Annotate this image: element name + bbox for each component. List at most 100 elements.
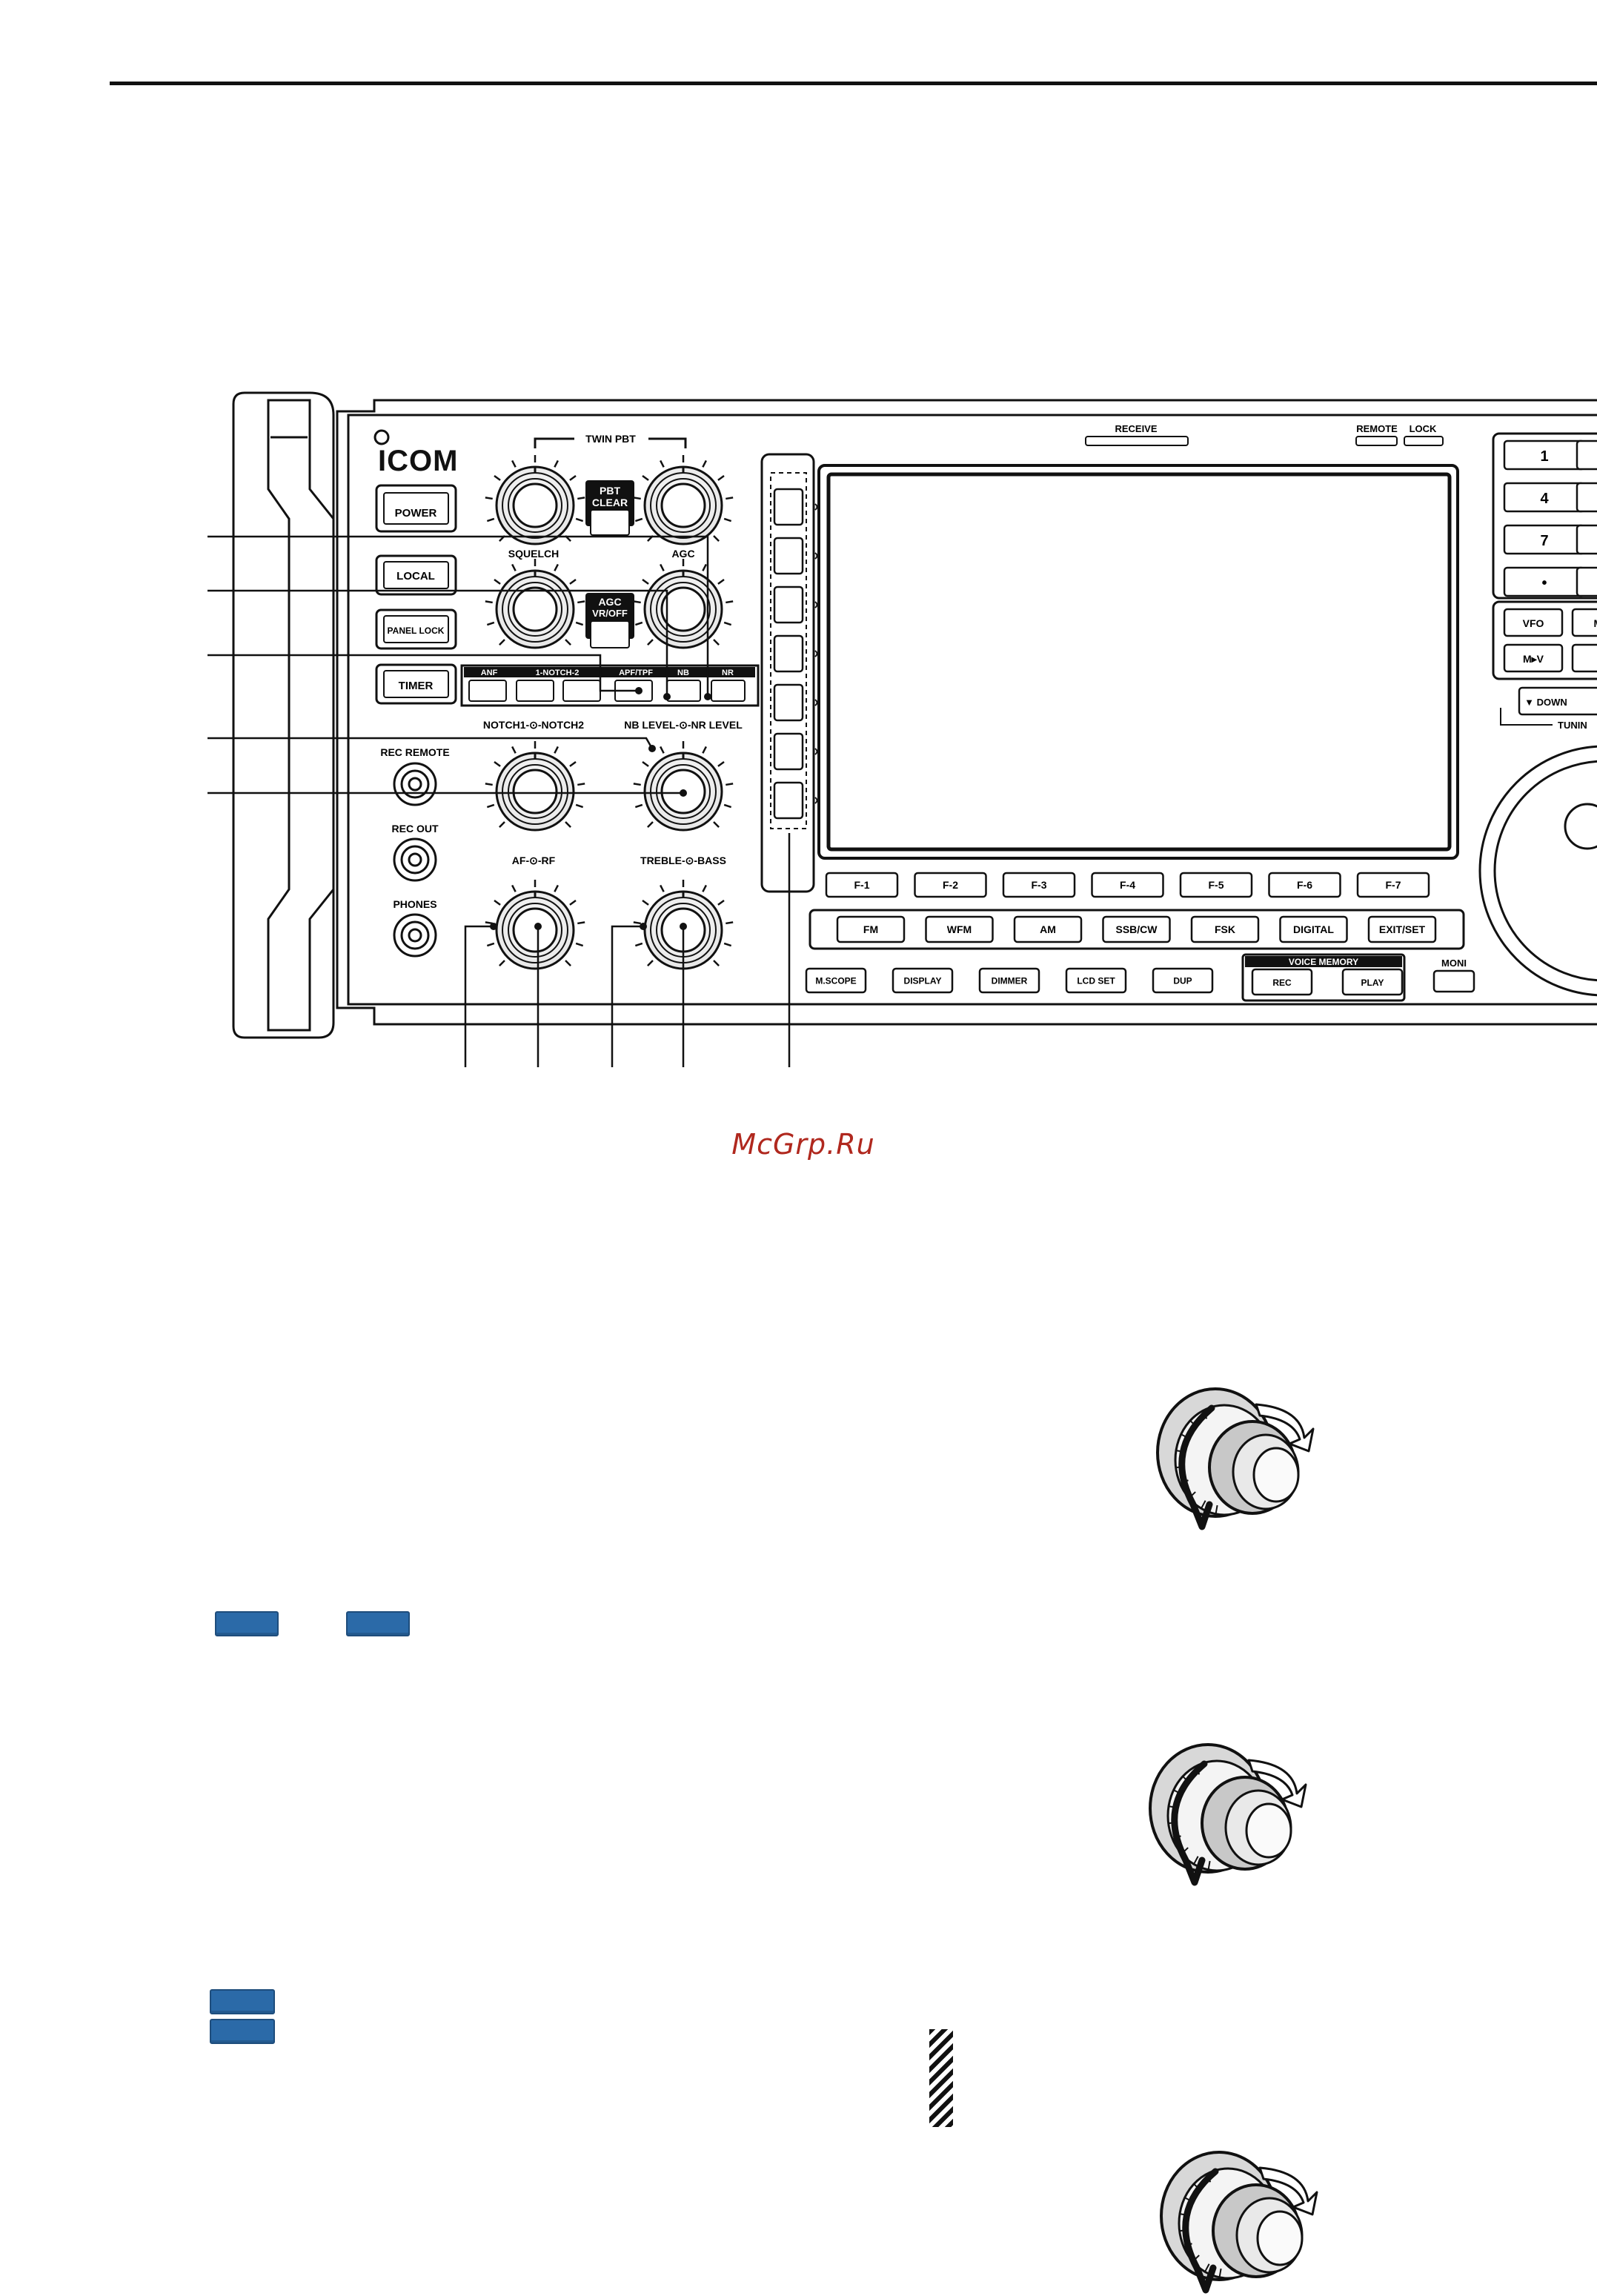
af-rf-knob[interactable] bbox=[485, 880, 585, 970]
panel-outline bbox=[336, 399, 1597, 426]
svg-text:4: 4 bbox=[1540, 491, 1549, 507]
squelch-label: SQUELCH bbox=[508, 548, 559, 560]
agc-label: AGC bbox=[671, 548, 694, 560]
vfo-block-key[interactable]: VFO bbox=[1503, 608, 1564, 637]
keypad-key[interactable]: • bbox=[1503, 566, 1586, 597]
notch1-button[interactable] bbox=[516, 680, 554, 702]
svg-text:VOICE MEMORY: VOICE MEMORY bbox=[1289, 957, 1358, 967]
mode-key-digital[interactable]: DIGITAL bbox=[1279, 915, 1348, 943]
svg-text:DIGITAL: DIGITAL bbox=[1293, 923, 1334, 935]
keypad-key[interactable]: 4 bbox=[1503, 482, 1586, 513]
lcd-display bbox=[817, 464, 1459, 860]
bottom-key-row: M.SCOPE DISPLAY DIMMER LCD SET DUP bbox=[805, 967, 1214, 994]
svg-text:1: 1 bbox=[1540, 448, 1548, 465]
moni-button[interactable] bbox=[1432, 969, 1475, 993]
nb-nr-label: NB LEVEL-⊙-NR LEVEL bbox=[624, 719, 743, 731]
anf-button[interactable] bbox=[468, 680, 507, 702]
notch2-button[interactable] bbox=[562, 680, 601, 702]
pbt-clear-button[interactable]: PBT CLEAR bbox=[585, 480, 634, 536]
side-soft-key[interactable] bbox=[773, 683, 804, 722]
knob-rotation-figure-3 bbox=[1160, 2151, 1318, 2294]
svg-text:FSK: FSK bbox=[1215, 923, 1235, 935]
side-soft-key[interactable] bbox=[773, 634, 804, 673]
timer-button[interactable]: TIMER bbox=[375, 663, 457, 705]
agc-knob[interactable] bbox=[633, 559, 734, 649]
f-key-f-3[interactable]: F-3 bbox=[1002, 872, 1076, 898]
f-key-f-6[interactable]: F-6 bbox=[1268, 872, 1341, 898]
squelch-knob[interactable] bbox=[485, 559, 585, 649]
main-tuning-dial[interactable] bbox=[1478, 745, 1597, 997]
nb-button[interactable] bbox=[666, 680, 701, 702]
svg-text:PLAY: PLAY bbox=[1361, 978, 1384, 988]
mode-key-am[interactable]: AM bbox=[1013, 915, 1083, 943]
mode-key-wfm[interactable]: WFM bbox=[925, 915, 994, 943]
power-button[interactable]: POWER bbox=[375, 484, 457, 533]
note-marker-icon bbox=[929, 2029, 953, 2127]
callout-lines bbox=[207, 535, 791, 1067]
agc-vr-button[interactable]: AGC VR/OFF bbox=[585, 593, 634, 648]
voice-rec-button[interactable]: REC bbox=[1251, 968, 1313, 996]
voice-play-button[interactable]: PLAY bbox=[1341, 968, 1404, 996]
function-key-m-scope[interactable]: M.SCOPE bbox=[805, 967, 867, 994]
mode-key-exit-set[interactable]: EXIT/SET bbox=[1367, 915, 1437, 943]
remote-indicator bbox=[1355, 436, 1398, 446]
f-key-f-2[interactable]: F-2 bbox=[914, 872, 987, 898]
twin-pbt-outer-knob[interactable] bbox=[633, 455, 734, 545]
function-key-display[interactable]: DISPLAY bbox=[892, 967, 954, 994]
svg-text:F-1: F-1 bbox=[854, 879, 870, 891]
function-key-lcd-set[interactable]: LCD SET bbox=[1065, 967, 1127, 994]
lock-indicator bbox=[1404, 436, 1444, 446]
key-icon bbox=[210, 1989, 275, 2014]
knob-rotation-figure-1 bbox=[1156, 1387, 1315, 1530]
down-button[interactable]: ▼ DOWN bbox=[1518, 686, 1597, 716]
key-icon bbox=[210, 2019, 275, 2044]
svg-text:DUP: DUP bbox=[1173, 975, 1192, 986]
notch-knob[interactable] bbox=[485, 741, 585, 832]
nr-button[interactable] bbox=[711, 680, 746, 702]
side-soft-key[interactable] bbox=[773, 585, 804, 624]
key-icon bbox=[215, 1611, 279, 1636]
function-key-dup[interactable]: DUP bbox=[1152, 967, 1214, 994]
vfo-block-key[interactable]: ME bbox=[1571, 608, 1597, 637]
svg-text:WFM: WFM bbox=[947, 923, 972, 935]
vfo-block-key[interactable]: M▸V bbox=[1503, 643, 1564, 673]
f-key-f-1[interactable]: F-1 bbox=[825, 872, 899, 898]
svg-text:▼ DOWN: ▼ DOWN bbox=[1524, 697, 1567, 708]
f-key-f-4[interactable]: F-4 bbox=[1091, 872, 1164, 898]
twin-pbt-inner-knob[interactable] bbox=[485, 455, 585, 545]
svg-text:M▸V: M▸V bbox=[1523, 653, 1544, 665]
svg-text:AM: AM bbox=[1040, 923, 1056, 935]
f-key-f-7[interactable]: F-7 bbox=[1356, 872, 1430, 898]
side-soft-key[interactable] bbox=[773, 488, 804, 526]
svg-text:FM: FM bbox=[863, 923, 878, 935]
svg-text:SSB/CW: SSB/CW bbox=[1116, 923, 1158, 935]
remote-label: REMOTE bbox=[1356, 423, 1398, 434]
svg-text:LCD SET: LCD SET bbox=[1077, 975, 1115, 986]
keypad-key[interactable]: 1 bbox=[1503, 439, 1586, 471]
function-key-dimmer[interactable]: DIMMER bbox=[978, 967, 1040, 994]
side-soft-key[interactable] bbox=[773, 781, 804, 820]
svg-text:TIMER: TIMER bbox=[399, 680, 434, 692]
mode-key-ssb-cw[interactable]: SSB/CW bbox=[1102, 915, 1171, 943]
f-key-f-5[interactable]: F-5 bbox=[1179, 872, 1253, 898]
keypad: 1 4 7 • bbox=[1503, 439, 1597, 597]
svg-text:EXIT/SET: EXIT/SET bbox=[1379, 923, 1426, 935]
mode-key-frame bbox=[809, 909, 1465, 950]
treble-bass-label: TREBLE-⊙-BASS bbox=[640, 855, 726, 866]
vfo-block-key[interactable]: M bbox=[1571, 643, 1597, 673]
svg-text:F-5: F-5 bbox=[1209, 879, 1224, 891]
local-button[interactable]: LOCAL bbox=[375, 554, 457, 596]
phones-label: PHONES bbox=[393, 898, 436, 910]
f-key-row: F-1 F-2 F-3 F-4 F-5 F-6 F-7 bbox=[825, 872, 1430, 898]
nb-nr-knob[interactable] bbox=[633, 741, 734, 832]
side-soft-key[interactable] bbox=[773, 537, 804, 575]
svg-text:POWER: POWER bbox=[395, 507, 437, 520]
side-soft-key[interactable] bbox=[773, 732, 804, 771]
key-icon bbox=[346, 1611, 410, 1636]
panel-lock-button[interactable]: PANEL LOCK bbox=[375, 608, 457, 650]
watermark: McGrp.Ru bbox=[731, 1128, 875, 1161]
mode-key-fsk[interactable]: FSK bbox=[1190, 915, 1260, 943]
mode-key-fm[interactable]: FM bbox=[836, 915, 906, 943]
svg-text:VR/OFF: VR/OFF bbox=[592, 608, 628, 619]
keypad-key[interactable]: 7 bbox=[1503, 524, 1586, 555]
